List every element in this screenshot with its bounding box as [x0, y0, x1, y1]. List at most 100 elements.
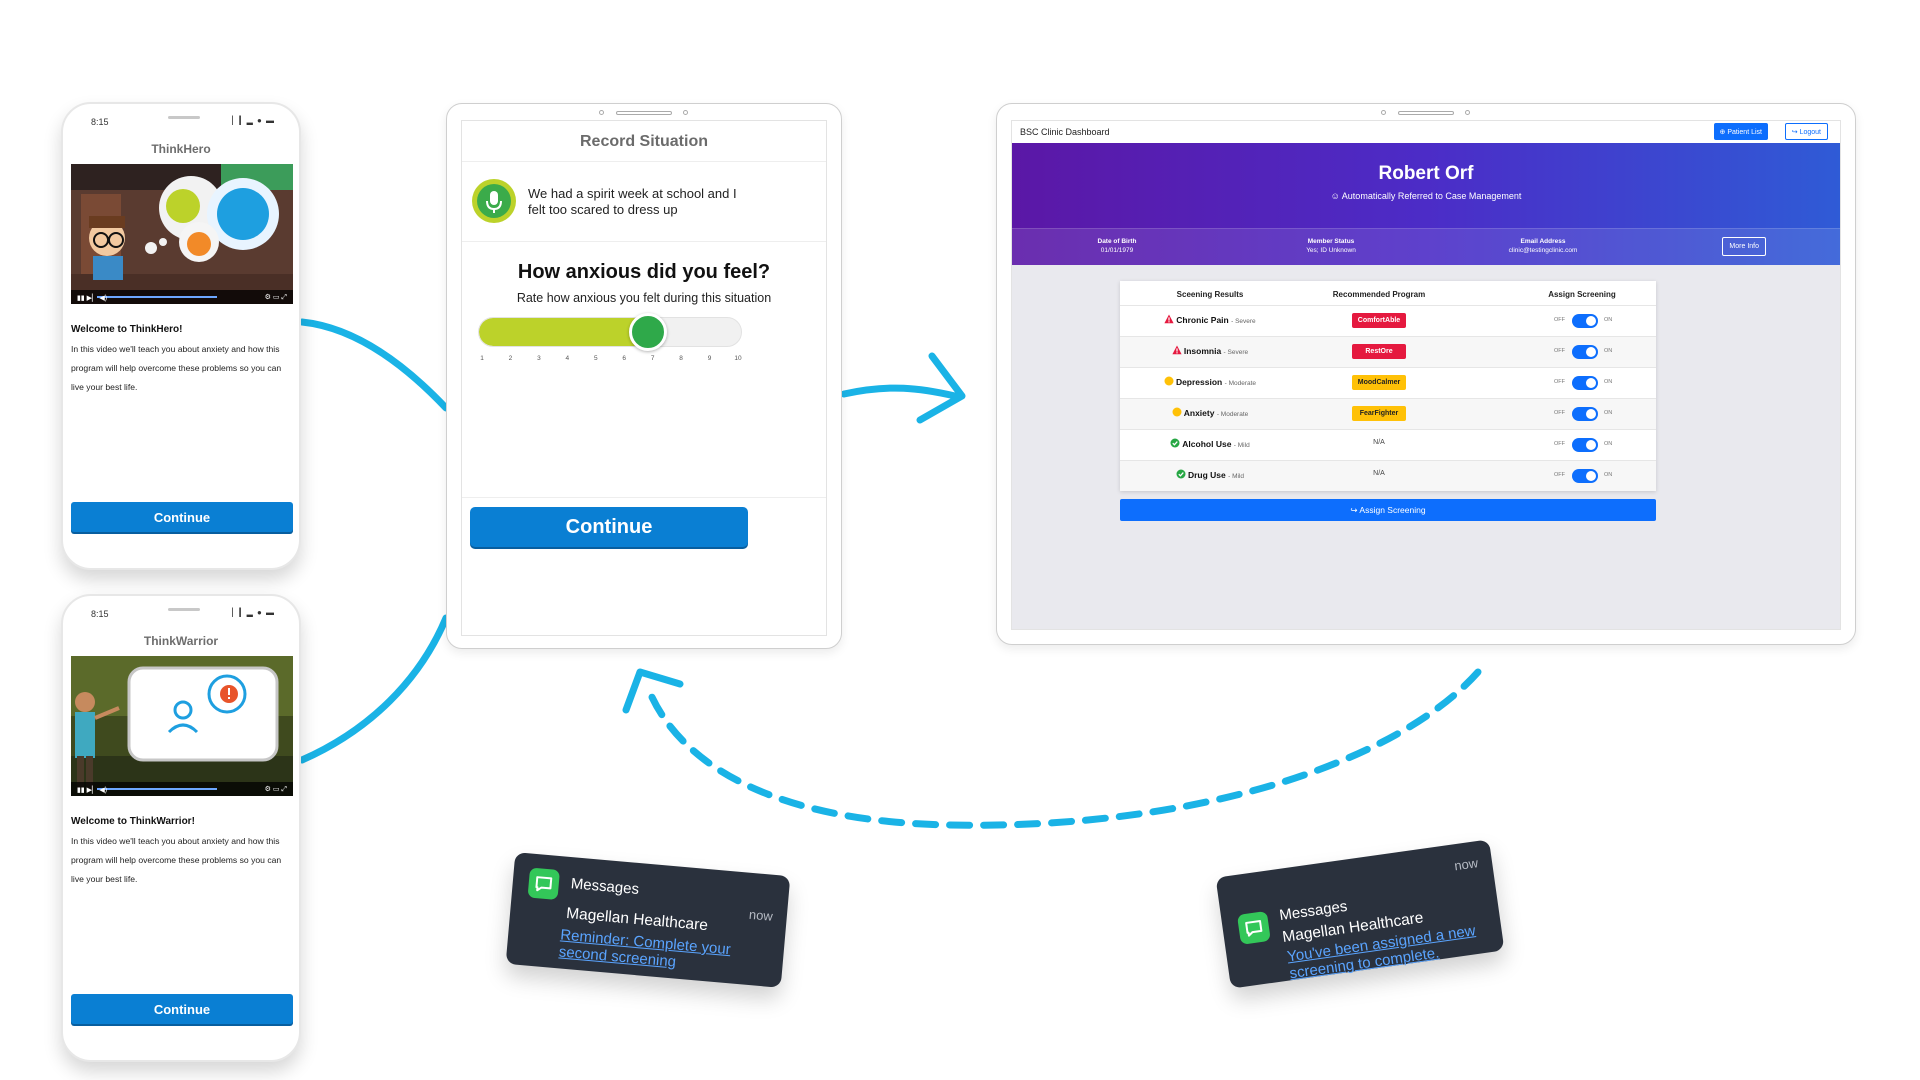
condition-label: Insomnia - Severe — [1150, 345, 1270, 356]
play-pause-icon[interactable]: ▮▮ ▶▏ ◀) — [77, 787, 108, 794]
severity-label: - Moderate — [1224, 380, 1257, 387]
program-badge[interactable]: FearFighter — [1352, 406, 1406, 421]
toggle-on-label: ON — [1604, 379, 1613, 385]
condition-label: Drug Use - Mild — [1150, 469, 1270, 480]
severity-label: - Severe — [1223, 349, 1249, 356]
continue-button[interactable]: Continue — [71, 502, 293, 532]
header-screening-results: Sceening Results — [1176, 290, 1244, 299]
info-email-address: Email Address clinic@testingclinic.com — [1508, 238, 1578, 254]
toggle-off-label: OFF — [1554, 472, 1565, 478]
divider — [462, 497, 826, 498]
assign-toggle[interactable] — [1572, 469, 1598, 483]
anxiety-slider-track[interactable] — [478, 317, 742, 347]
tablet-camera — [599, 110, 689, 116]
check-circle-icon — [1170, 438, 1180, 448]
severity-label: - Mild — [1233, 442, 1250, 449]
fullscreen-icon[interactable]: ⚙ ▭ ⤢ — [264, 786, 287, 793]
notification-new-screening[interactable]: Messages now Magellan Healthcare You've … — [1215, 839, 1505, 989]
tablet-record-situation: Record Situation We had a spirit week at… — [446, 103, 842, 649]
video-progress[interactable] — [97, 788, 217, 790]
slider-tick-label: 9 — [707, 355, 712, 362]
program-badge[interactable]: MoodCalmer — [1352, 375, 1406, 390]
phone-thinkwarrior: 8:15 ▏▎▂ ● ▬ ThinkWarrior — [61, 594, 301, 1062]
check-circle-icon — [1176, 469, 1186, 479]
condition-label: Chronic Pain - Severe — [1150, 314, 1270, 325]
intro-video[interactable]: ▮▮ ▶▏ ◀) ⚙ ▭ ⤢ — [71, 656, 293, 796]
toggle-off-label: OFF — [1554, 441, 1565, 447]
welcome-heading: Welcome to ThinkWarrior! — [71, 816, 195, 827]
toggle-on-label: ON — [1604, 472, 1613, 478]
microphone-icon[interactable] — [472, 179, 516, 223]
condition-label: Alcohol Use - Mild — [1150, 438, 1270, 449]
anxiety-instruction: Rate how anxious you felt during this si… — [516, 291, 772, 305]
header-assign-screening: Assign Screening — [1548, 290, 1616, 299]
slider-tick-label: 4 — [565, 355, 570, 362]
notification-reminder[interactable]: Messages now Magellan Healthcare Reminde… — [505, 852, 791, 988]
navbar: BSC Clinic Dashboard ⊕ Patient List ↪ Lo… — [1012, 121, 1840, 143]
welcome-description: In this video we'll teach you about anxi… — [71, 344, 282, 392]
condition-label: Anxiety - Moderate — [1150, 407, 1270, 418]
status-bar: 8:15 ▏▎▂ ● ▬ — [63, 596, 299, 632]
anxiety-slider-fill — [479, 318, 653, 346]
assign-toggle[interactable] — [1572, 438, 1598, 452]
toggle-off-label: OFF — [1554, 379, 1565, 385]
crying-face-icon — [217, 188, 269, 240]
anxiety-question: How anxious did you feel? — [517, 261, 771, 283]
clock-time: 8:15 — [91, 609, 109, 619]
slider-tick-label: 5 — [593, 355, 598, 362]
dashboard-brand: BSC Clinic Dashboard — [1020, 127, 1110, 137]
intro-video[interactable]: ▮▮ ▶▏ ◀) ⚙ ▭ ⤢ — [71, 164, 293, 304]
divider — [462, 161, 826, 162]
moderate-dot-icon — [1172, 407, 1182, 417]
messages-app-icon — [527, 867, 561, 901]
status-bar: 8:15 ▏▎▂ ● ▬ — [63, 104, 299, 140]
patient-list-button[interactable]: ⊕ Patient List — [1713, 123, 1768, 140]
dashboard-screen: BSC Clinic Dashboard ⊕ Patient List ↪ Lo… — [1011, 120, 1841, 630]
patient-info-strip: Date of Birth 01/01/1979 Member Status Y… — [1012, 228, 1840, 265]
assign-toggle[interactable] — [1572, 314, 1598, 328]
toggle-on-label: ON — [1604, 348, 1613, 354]
assign-toggle[interactable] — [1572, 376, 1598, 390]
program-na: N/A — [1373, 439, 1385, 446]
continue-button[interactable]: Continue — [71, 994, 293, 1024]
program-na: N/A — [1373, 470, 1385, 477]
notification-message-link[interactable]: Reminder: Complete your second screening — [558, 926, 732, 971]
condition-label: Depression - Moderate — [1150, 376, 1270, 387]
table-row: Drug Use - Mild N/A OFF ON — [1120, 460, 1656, 491]
record-situation-screen: Record Situation We had a spirit week at… — [461, 120, 827, 636]
table-header: Sceening Results Recommended Program Ass… — [1120, 281, 1656, 305]
welcome-heading: Welcome to ThinkHero! — [71, 324, 183, 335]
divider — [462, 241, 826, 242]
program-badge[interactable]: RestOre — [1352, 344, 1406, 359]
info-date-of-birth: Date of Birth 01/01/1979 — [1097, 238, 1137, 254]
notification-app-name: Messages — [570, 875, 640, 899]
connector-phone2-to-tablet — [298, 614, 450, 764]
slider-tick-label: 8 — [679, 355, 683, 362]
assign-toggle[interactable] — [1572, 345, 1598, 359]
worried-face-icon — [187, 232, 211, 256]
play-pause-icon[interactable]: ▮▮ ▶▏ ◀) — [77, 295, 108, 302]
slider-tick-label: 7 — [650, 355, 655, 362]
assign-screening-button[interactable]: ↪ Assign Screening — [1120, 499, 1656, 521]
fullscreen-icon[interactable]: ⚙ ▭ ⤢ — [264, 294, 287, 301]
anxiety-slider-handle[interactable] — [629, 313, 667, 351]
app-title: ThinkWarrior — [143, 634, 219, 648]
tablet-clinic-dashboard: BSC Clinic Dashboard ⊕ Patient List ↪ Lo… — [996, 103, 1856, 645]
continue-button[interactable]: Continue — [470, 507, 748, 547]
slider-tick-label: 3 — [537, 355, 541, 362]
slider-tick-label: 10 — [734, 355, 742, 362]
logout-button[interactable]: ↪ Logout — [1784, 123, 1828, 140]
toggle-on-label: ON — [1604, 410, 1613, 416]
info-member-status: Member Status Yes; ID Unknown — [1306, 238, 1356, 254]
assign-toggle[interactable] — [1572, 407, 1598, 421]
notification-time: now — [1453, 855, 1480, 874]
video-illustration — [71, 656, 293, 796]
video-progress[interactable] — [97, 296, 217, 298]
program-badge[interactable]: ComfortAble — [1352, 313, 1406, 328]
more-info-button[interactable]: More Info — [1722, 237, 1766, 256]
notification-time: now — [748, 906, 774, 924]
